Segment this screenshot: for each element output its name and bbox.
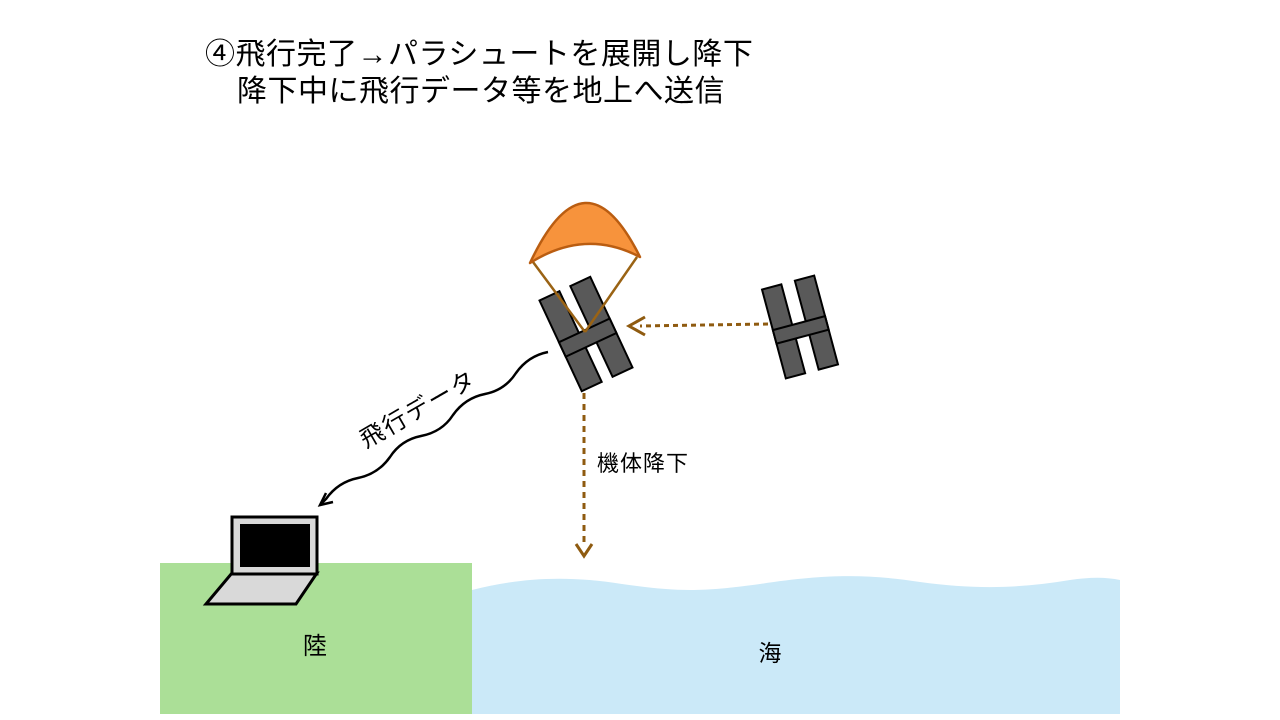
- laptop-screen: [240, 524, 310, 567]
- aircraft-crossbar: [771, 314, 830, 345]
- parachute-cords: [531, 256, 639, 333]
- land-area: [160, 563, 472, 714]
- parachute-canopy-icon: [528, 201, 642, 265]
- laptop-icon: [202, 515, 320, 606]
- sea-label: 海: [758, 640, 782, 666]
- title-line-1: ④飛行完了→パラシュートを展開し降下: [205, 38, 754, 71]
- land-label: 陸: [303, 633, 327, 660]
- descent-arrow-head: [574, 543, 594, 559]
- descent-label: 機体降下: [597, 451, 690, 476]
- title-line-2: 降下中に飛行データ等を地上へ送信: [237, 75, 725, 108]
- telemetry-arrow-head: [317, 492, 334, 507]
- approach-arrow-head: [625, 315, 646, 337]
- telemetry-wavy-arrow: [317, 350, 549, 507]
- approach-arrow: [625, 315, 769, 337]
- sea-area: [472, 576, 1120, 714]
- aircraft-approaching-icon: [760, 274, 840, 380]
- aircraft-descending-icon: [538, 275, 634, 393]
- slide-title: ④飛行完了→パラシュートを展開し降下 降下中に飛行データ等を地上へ送信: [205, 36, 753, 110]
- descent-arrow: [574, 393, 594, 559]
- approach-arrow-shaft: [639, 322, 769, 328]
- telemetry-wave-line: [320, 350, 549, 505]
